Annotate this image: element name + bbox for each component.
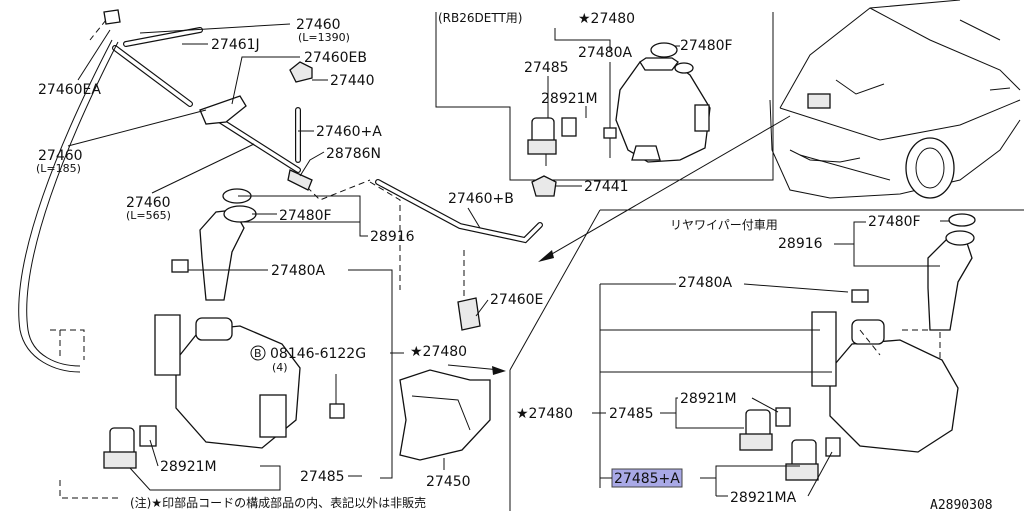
hose-network <box>18 19 543 499</box>
car-sketch <box>769 0 1021 199</box>
diagram-code: A2890308 <box>930 498 993 511</box>
label-27460-185: 27460 <box>38 148 83 164</box>
variant-note: (RB26DETT用) <box>438 11 522 25</box>
label-27460A: 27460+A <box>316 124 382 140</box>
label-27461J: 27461J <box>211 37 260 53</box>
label-27460B: 27460+B <box>448 191 514 207</box>
label-27460E: 27460E <box>490 292 543 308</box>
label-star-27480-left: ★27480 <box>410 344 467 360</box>
right-washer-pump-1 <box>739 407 791 451</box>
left-washer-pump <box>103 425 157 469</box>
label-27480F-right: 27480F <box>868 214 921 230</box>
bolt-mark-B: B <box>250 345 266 361</box>
label-28921M-left: 28921M <box>160 459 217 475</box>
clip-27460E <box>457 297 481 331</box>
inset-label-27480F: 27480F <box>680 38 733 54</box>
label-bolt-qty: (4) <box>272 361 288 374</box>
label-27460EB: 27460EB <box>304 50 367 66</box>
label-27485-right: 27485 <box>609 406 654 422</box>
inset-washer-tank <box>615 42 711 163</box>
label-27441: 27441 <box>584 179 629 195</box>
inset-label-28921M: 28921M <box>541 91 598 107</box>
footer-note: (注)★印部品コードの構成部品の内、表記以外は非販売 <box>130 495 426 510</box>
right-labels: リヤワイパー付車用 27480F 28916 27480A ★27480 274… <box>516 214 950 506</box>
right-washer-tank <box>811 213 976 453</box>
left-labels: 27460 (L=1390) 27461J 27460EB 27440 2746… <box>36 17 629 491</box>
right-washer-pump-2 <box>785 437 841 481</box>
label-27440: 27440 <box>330 73 375 89</box>
label-27450: 27450 <box>426 474 471 490</box>
left-bolt <box>171 259 345 419</box>
left-washer-tank <box>154 188 301 449</box>
label-27460-565: 27460 <box>126 195 171 211</box>
label-27460-185-len: (L=185) <box>36 162 81 175</box>
rear-wiper-note: リヤワイパー付車用 <box>670 218 778 232</box>
label-28786N: 28786N <box>326 146 381 162</box>
label-28916-right: 28916 <box>778 236 823 252</box>
clip-top <box>103 9 121 25</box>
label-27485A-highlight[interactable]: 27485+A <box>614 471 680 487</box>
label-27460-top-len: (L=1390) <box>298 31 350 44</box>
label-27460EA: 27460EA <box>38 82 101 98</box>
label-28916-left: 28916 <box>370 229 415 245</box>
label-27460-565-len: (L=565) <box>126 209 171 222</box>
bolt-mark-letter: B <box>254 347 262 360</box>
inset-label-27480A: 27480A <box>578 45 633 61</box>
label-28921M-right: 28921M <box>680 391 737 407</box>
label-27480A-right: 27480A <box>678 275 733 291</box>
label-27485-left: 27485 <box>300 469 345 485</box>
label-star-27480-right: ★27480 <box>516 406 573 422</box>
inset-star-label: ★27480 <box>578 11 635 27</box>
front-nozzle-27441 <box>531 175 557 197</box>
label-28921MA: 28921MA <box>730 490 797 506</box>
label-27480A-left: 27480A <box>271 263 326 279</box>
inset-washer-pump <box>527 117 577 166</box>
label-27460-top: 27460 <box>296 17 341 33</box>
inset-label-27485: 27485 <box>524 60 569 76</box>
bracket-27450 <box>399 369 491 461</box>
label-bolt-code: 08146-6122G <box>270 346 366 362</box>
front-nozzle-27440 <box>289 61 313 83</box>
inset-bolt <box>603 127 617 158</box>
rb26dett-inset: (RB26DETT用) ★27480 27480A 27480F 27485 2… <box>435 11 774 181</box>
joint-27461J <box>199 95 247 125</box>
label-27480F-left: 27480F <box>279 208 332 224</box>
check-valve-28786N <box>287 169 313 191</box>
